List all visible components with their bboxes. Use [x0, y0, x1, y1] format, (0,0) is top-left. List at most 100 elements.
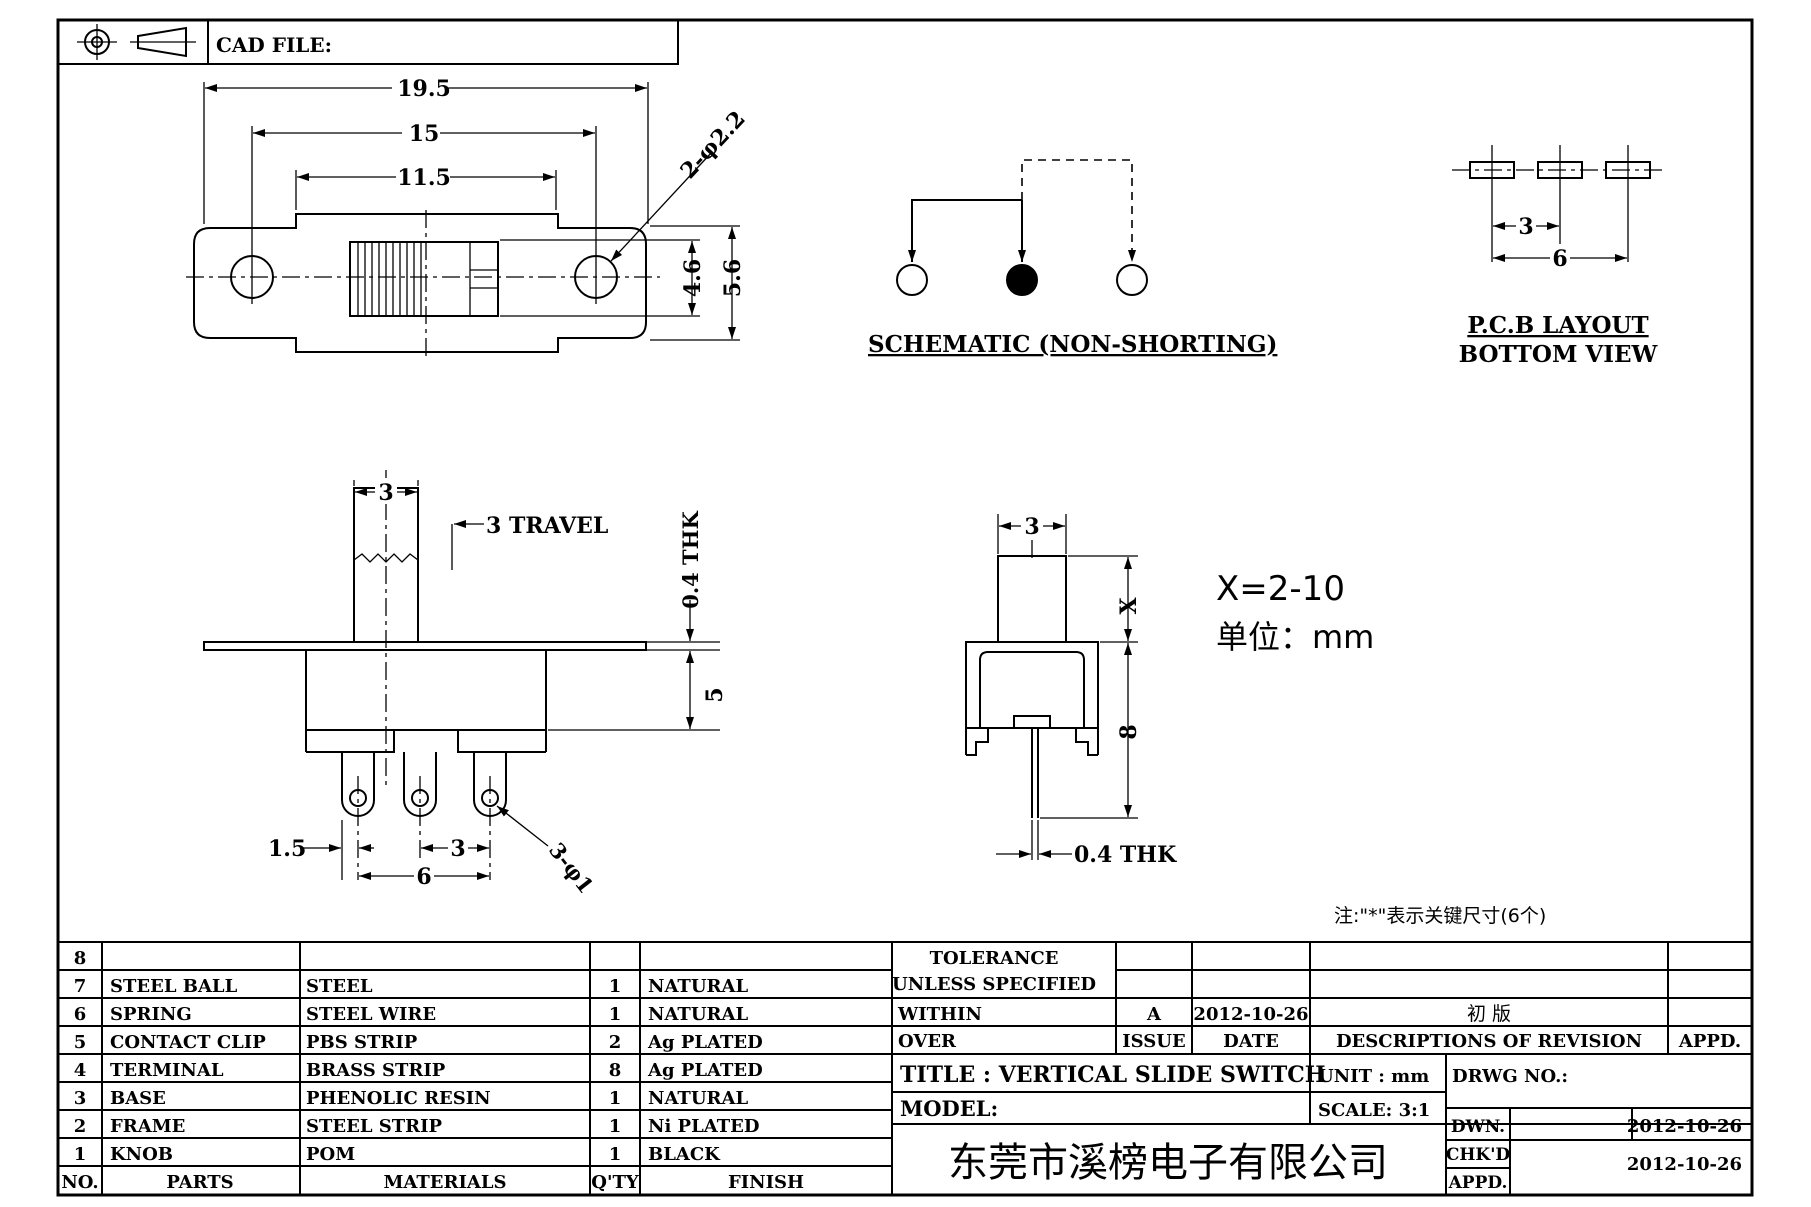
side-travel-label: 3 TRAVEL — [486, 513, 608, 539]
side-dim-pin-span: 6 — [416, 864, 431, 890]
bom-no: 6 — [74, 1004, 87, 1025]
bom-no: 2 — [74, 1116, 87, 1137]
bom-finish: BLACK — [648, 1144, 721, 1165]
bom-row: 7 STEEL BALL STEEL 1 NATURAL — [74, 976, 749, 997]
bom-material: BRASS STRIP — [306, 1060, 446, 1081]
bom-row: 1 KNOB POM 1 BLACK — [74, 1144, 721, 1165]
dim-hole-pitch: 15 — [409, 121, 440, 147]
bom-row: 2 FRAME STEEL STRIP 1 Ni PLATED — [74, 1116, 760, 1137]
bom-qty: 1 — [609, 1004, 622, 1025]
side-view: 3 3 TRAVEL 0.4 THK 5 1.5 3 6 3-φ1 — [203, 470, 728, 898]
sheet-border — [56, 18, 1754, 1197]
bom-row: 3 BASE PHENOLIC RESIN 1 NATURAL — [74, 1088, 749, 1109]
top-view: 19.5 15 11.5 2-φ2.2 4.6 5.6 — [186, 72, 751, 358]
bom-qty: 1 — [609, 1144, 622, 1165]
bom-material: STEEL STRIP — [306, 1116, 443, 1137]
note-x-range: X=2-10 — [1216, 569, 1345, 609]
date-label: DATE — [1223, 1031, 1279, 1052]
bom-qty: 1 — [609, 976, 622, 997]
appd2-label: APPD. — [1448, 1173, 1508, 1193]
bom-material: PBS STRIP — [306, 1032, 418, 1053]
bom-no: 7 — [74, 976, 87, 997]
company-name: 东莞市溪榜电子有限公司 — [948, 1140, 1388, 1186]
dim-body-height: 5.6 — [720, 259, 746, 297]
bom-header-row: NO. PARTS MATERIALS Q'TY FINISH — [61, 1172, 804, 1193]
dim-overall-width: 19.5 — [397, 76, 451, 102]
drwg-no-label: DRWG NO.: — [1452, 1066, 1568, 1087]
bom-header-materials: MATERIALS — [383, 1172, 506, 1193]
cad-file-label: CAD FILE: — [216, 33, 332, 57]
bom-no: 8 — [74, 948, 87, 969]
bom-part: CONTACT CLIP — [110, 1032, 266, 1053]
bom-qty: 1 — [609, 1088, 622, 1109]
issue-label: ISSUE — [1122, 1031, 1185, 1052]
bom-material: PHENOLIC RESIN — [306, 1088, 491, 1109]
dim-slot-width: 11.5 — [397, 165, 451, 191]
title-block: TOLERANCE UNLESS SPECIFIED WITHIN OVER A… — [892, 942, 1752, 1195]
bom-no: 5 — [74, 1032, 87, 1053]
bom-finish: Ag PLATED — [647, 1060, 763, 1081]
end-dim-knob-height: X — [1116, 597, 1142, 615]
bom-no: 1 — [74, 1144, 87, 1165]
model-label: MODEL: — [900, 1096, 998, 1121]
bom-finish: Ag PLATED — [647, 1032, 763, 1053]
chkd-label: CHK'D — [1446, 1145, 1511, 1165]
schematic-terminal-left — [896, 264, 928, 296]
side-dim-body-height: 5 — [702, 687, 728, 702]
tolerance-line2: UNLESS SPECIFIED — [892, 974, 1096, 995]
bom-finish: NATURAL — [648, 1088, 748, 1109]
schematic-label: SCHEMATIC (NON-SHORTING) — [868, 331, 1277, 358]
side-thk-label: 0.4 THK — [678, 510, 703, 608]
dim-mount-holes: 2-φ2.2 — [675, 106, 750, 184]
scale-label: SCALE: 3:1 — [1318, 1100, 1430, 1121]
bom-part: BASE — [110, 1088, 166, 1109]
pcb-dim-pitch: 3 — [1518, 214, 1533, 240]
bom-header-qty: Q'TY — [591, 1172, 640, 1193]
bom-finish: NATURAL — [648, 1004, 748, 1025]
tolerance-line1: TOLERANCE — [930, 948, 1059, 969]
bom-part: KNOB — [110, 1144, 173, 1165]
schematic-terminal-right — [1116, 264, 1148, 296]
side-dim-knob-width: 3 — [378, 480, 393, 506]
dwn-date: 2012-10-26 — [1627, 1116, 1742, 1137]
side-dim-pin-holes: 3-φ1 — [544, 838, 599, 898]
pcb-layout: 3 6 P.C.B LAYOUT BOTTOM VIEW — [1452, 145, 1662, 368]
bom-qty: 2 — [609, 1032, 622, 1053]
bom-header-no: NO. — [61, 1172, 98, 1193]
bom-no: 4 — [74, 1060, 87, 1081]
bom-header-finish: FINISH — [728, 1172, 804, 1193]
bom-row: 5 CONTACT CLIP PBS STRIP 2 Ag PLATED — [74, 1032, 763, 1053]
side-dim-pin-pitch: 3 — [450, 836, 465, 862]
side-dim-pin-offset: 1.5 — [268, 836, 306, 862]
bom-material: POM — [306, 1144, 355, 1165]
bom-row: 6 SPRING STEEL WIRE 1 NATURAL — [74, 1004, 749, 1025]
bom-part: TERMINAL — [110, 1060, 224, 1081]
revision-issue: A — [1146, 1004, 1162, 1025]
bom-material: STEEL WIRE — [306, 1004, 436, 1025]
pcb-dim-span: 6 — [1552, 246, 1567, 272]
descriptions-label: DESCRIPTIONS OF REVISION — [1336, 1031, 1642, 1052]
drawing-title: TITLE : VERTICAL SLIDE SWITCH — [900, 1062, 1326, 1088]
dwn-label: DWN. — [1451, 1117, 1505, 1137]
dim-slot-height: 4.6 — [680, 259, 706, 297]
appd-label: APPD. — [1678, 1031, 1741, 1052]
within-label: WITHIN — [897, 1004, 982, 1025]
bom-material: STEEL — [306, 976, 373, 997]
bom-part: FRAME — [110, 1116, 185, 1137]
end-dim-height: 8 — [1116, 724, 1142, 739]
projection-symbol-icon — [77, 24, 196, 60]
schematic: SCHEMATIC (NON-SHORTING) — [868, 159, 1277, 358]
schematic-terminal-common — [1006, 264, 1038, 296]
revision-date: 2012-10-26 — [1193, 1004, 1308, 1025]
bom-part: STEEL BALL — [110, 976, 238, 997]
end-thk-label: 0.4 THK — [1074, 842, 1177, 868]
unit-label: UNIT : mm — [1318, 1066, 1429, 1087]
end-view: 3 X 8 0.4 THK — [965, 512, 1177, 868]
bom-qty: 1 — [609, 1116, 622, 1137]
bom-part: SPRING — [110, 1004, 192, 1025]
bom-finish: NATURAL — [648, 976, 748, 997]
header-box: CAD FILE: — [57, 19, 679, 65]
chkd-date: 2012-10-26 — [1627, 1154, 1742, 1175]
revision-description: 初 版 — [1467, 1003, 1511, 1025]
end-dim-knob-width: 3 — [1024, 514, 1039, 540]
